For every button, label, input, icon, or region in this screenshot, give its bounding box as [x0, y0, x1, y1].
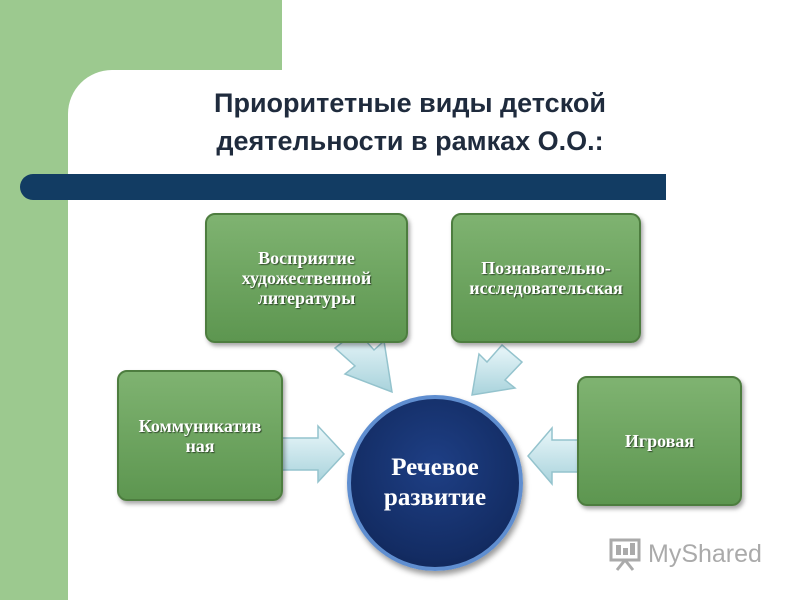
- box-game: Игровая: [577, 376, 742, 506]
- arrow-from-cognitive: [471, 343, 524, 396]
- arrow-from-communicative: [281, 424, 346, 484]
- box-literature-perception-label: Восприятие художественной литературы: [241, 248, 372, 308]
- presentation-board-icon: [609, 538, 641, 571]
- title-line-1: Приоритетные виды детской: [214, 88, 606, 118]
- box-communicative: Коммуникатив ная: [117, 370, 283, 501]
- title-line-2: деятельности в рамках О.О.:: [216, 126, 604, 156]
- slide-title: Приоритетные виды детской деятельности в…: [150, 84, 670, 160]
- arrow-from-game: [527, 425, 579, 487]
- watermark: MyShared: [608, 536, 762, 572]
- box-communicative-label: Коммуникатив ная: [138, 415, 262, 456]
- title-underline-bar: [20, 174, 666, 200]
- watermark-text: MyShared: [648, 539, 762, 568]
- box-cognitive-research-label: Познавательно- исследовательская: [469, 258, 623, 298]
- center-circle: Речевое развитие: [347, 395, 523, 571]
- box-cognitive-research: Познавательно- исследовательская: [451, 213, 641, 343]
- box-game-label: Игровая: [624, 431, 695, 451]
- box-literature-perception: Восприятие художественной литературы: [205, 213, 408, 343]
- center-circle-label: Речевое развитие: [383, 454, 487, 511]
